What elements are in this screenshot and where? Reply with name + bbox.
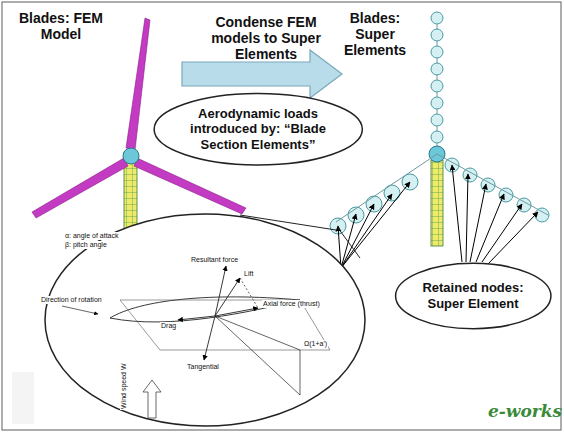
super-element-node xyxy=(384,185,400,201)
ellipse-callout: Retained nodes: Super Element xyxy=(394,262,553,330)
callout-text: Aerodynamic loads introduced by: “Blade … xyxy=(186,106,330,153)
callout-text: Retained nodes: Super Element xyxy=(420,280,526,311)
force-label: Tangential xyxy=(186,363,220,371)
wind-label: Wind speed W xyxy=(120,362,128,410)
force-label: Resultant force xyxy=(190,256,239,264)
super-element-node xyxy=(431,63,443,75)
super-element-node xyxy=(431,29,443,41)
direction-label: Direction of rotation xyxy=(40,296,103,304)
legend-note: β: pitch angle xyxy=(64,241,108,249)
force-label: Lift xyxy=(243,270,254,278)
force-label: Drag xyxy=(160,322,177,330)
force-label: Axial force (thrust) xyxy=(262,300,321,308)
super-element-node xyxy=(431,131,443,143)
legend-note: α: angle of attack xyxy=(64,232,119,240)
super-element-node xyxy=(431,114,443,126)
heading: Condense FEM models to Super Elements xyxy=(196,14,336,62)
watermark: e-works xyxy=(488,402,562,422)
super-element-node xyxy=(431,97,443,109)
super-element-node xyxy=(535,208,549,222)
super-element-node xyxy=(431,80,443,92)
super-element-node xyxy=(431,46,443,58)
super-element-node xyxy=(431,12,443,24)
heading: Blades: Super Elements xyxy=(330,10,420,58)
ellipse-callout: Aerodynamic loads introduced by: “Blade … xyxy=(152,92,364,166)
velocity-label: Ω(1+a') xyxy=(303,340,328,348)
heading: Blades: FEM Model xyxy=(16,10,106,42)
